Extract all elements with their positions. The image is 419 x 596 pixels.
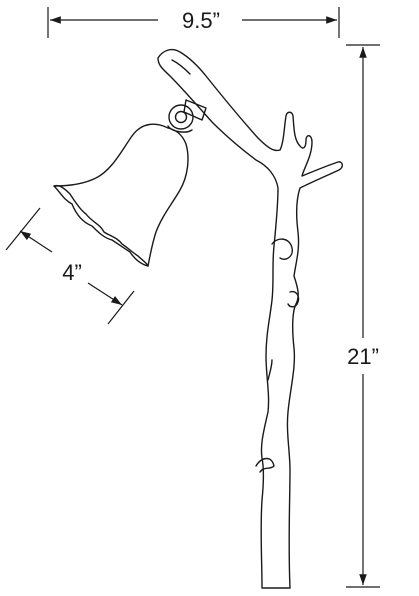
shade-label: 4”: [62, 260, 82, 285]
swivel-fitting: [167, 99, 207, 133]
branch-outline: [157, 48, 343, 589]
width-dimension: 9.5”: [47, 7, 340, 38]
knot-middle: [287, 290, 300, 308]
shade-arrow-lower: [87, 282, 123, 306]
branch-stand: [157, 48, 343, 589]
bell-shade: [53, 123, 189, 267]
shade-dimension: 4”: [5, 207, 135, 325]
shade-lip-ruffle: [53, 184, 149, 267]
shade-extension-lower: [107, 290, 135, 325]
height-label: 21”: [347, 344, 379, 369]
fitting-bracket: [183, 99, 207, 121]
shade-extension-upper: [5, 207, 41, 251]
fitting-ring-outer: [168, 104, 194, 130]
width-label: 9.5”: [182, 8, 220, 33]
bark-line-branch: [171, 59, 191, 75]
fitting-ring-inner: [174, 110, 188, 124]
fitting-neck: [167, 125, 193, 133]
knot-lower: [255, 457, 275, 473]
height-dimension: 21”: [346, 44, 380, 588]
shade-arrow-upper: [19, 230, 53, 253]
knot-upper: [271, 238, 294, 260]
shade-outline: [53, 123, 189, 267]
bark-line-trunk: [267, 359, 273, 381]
